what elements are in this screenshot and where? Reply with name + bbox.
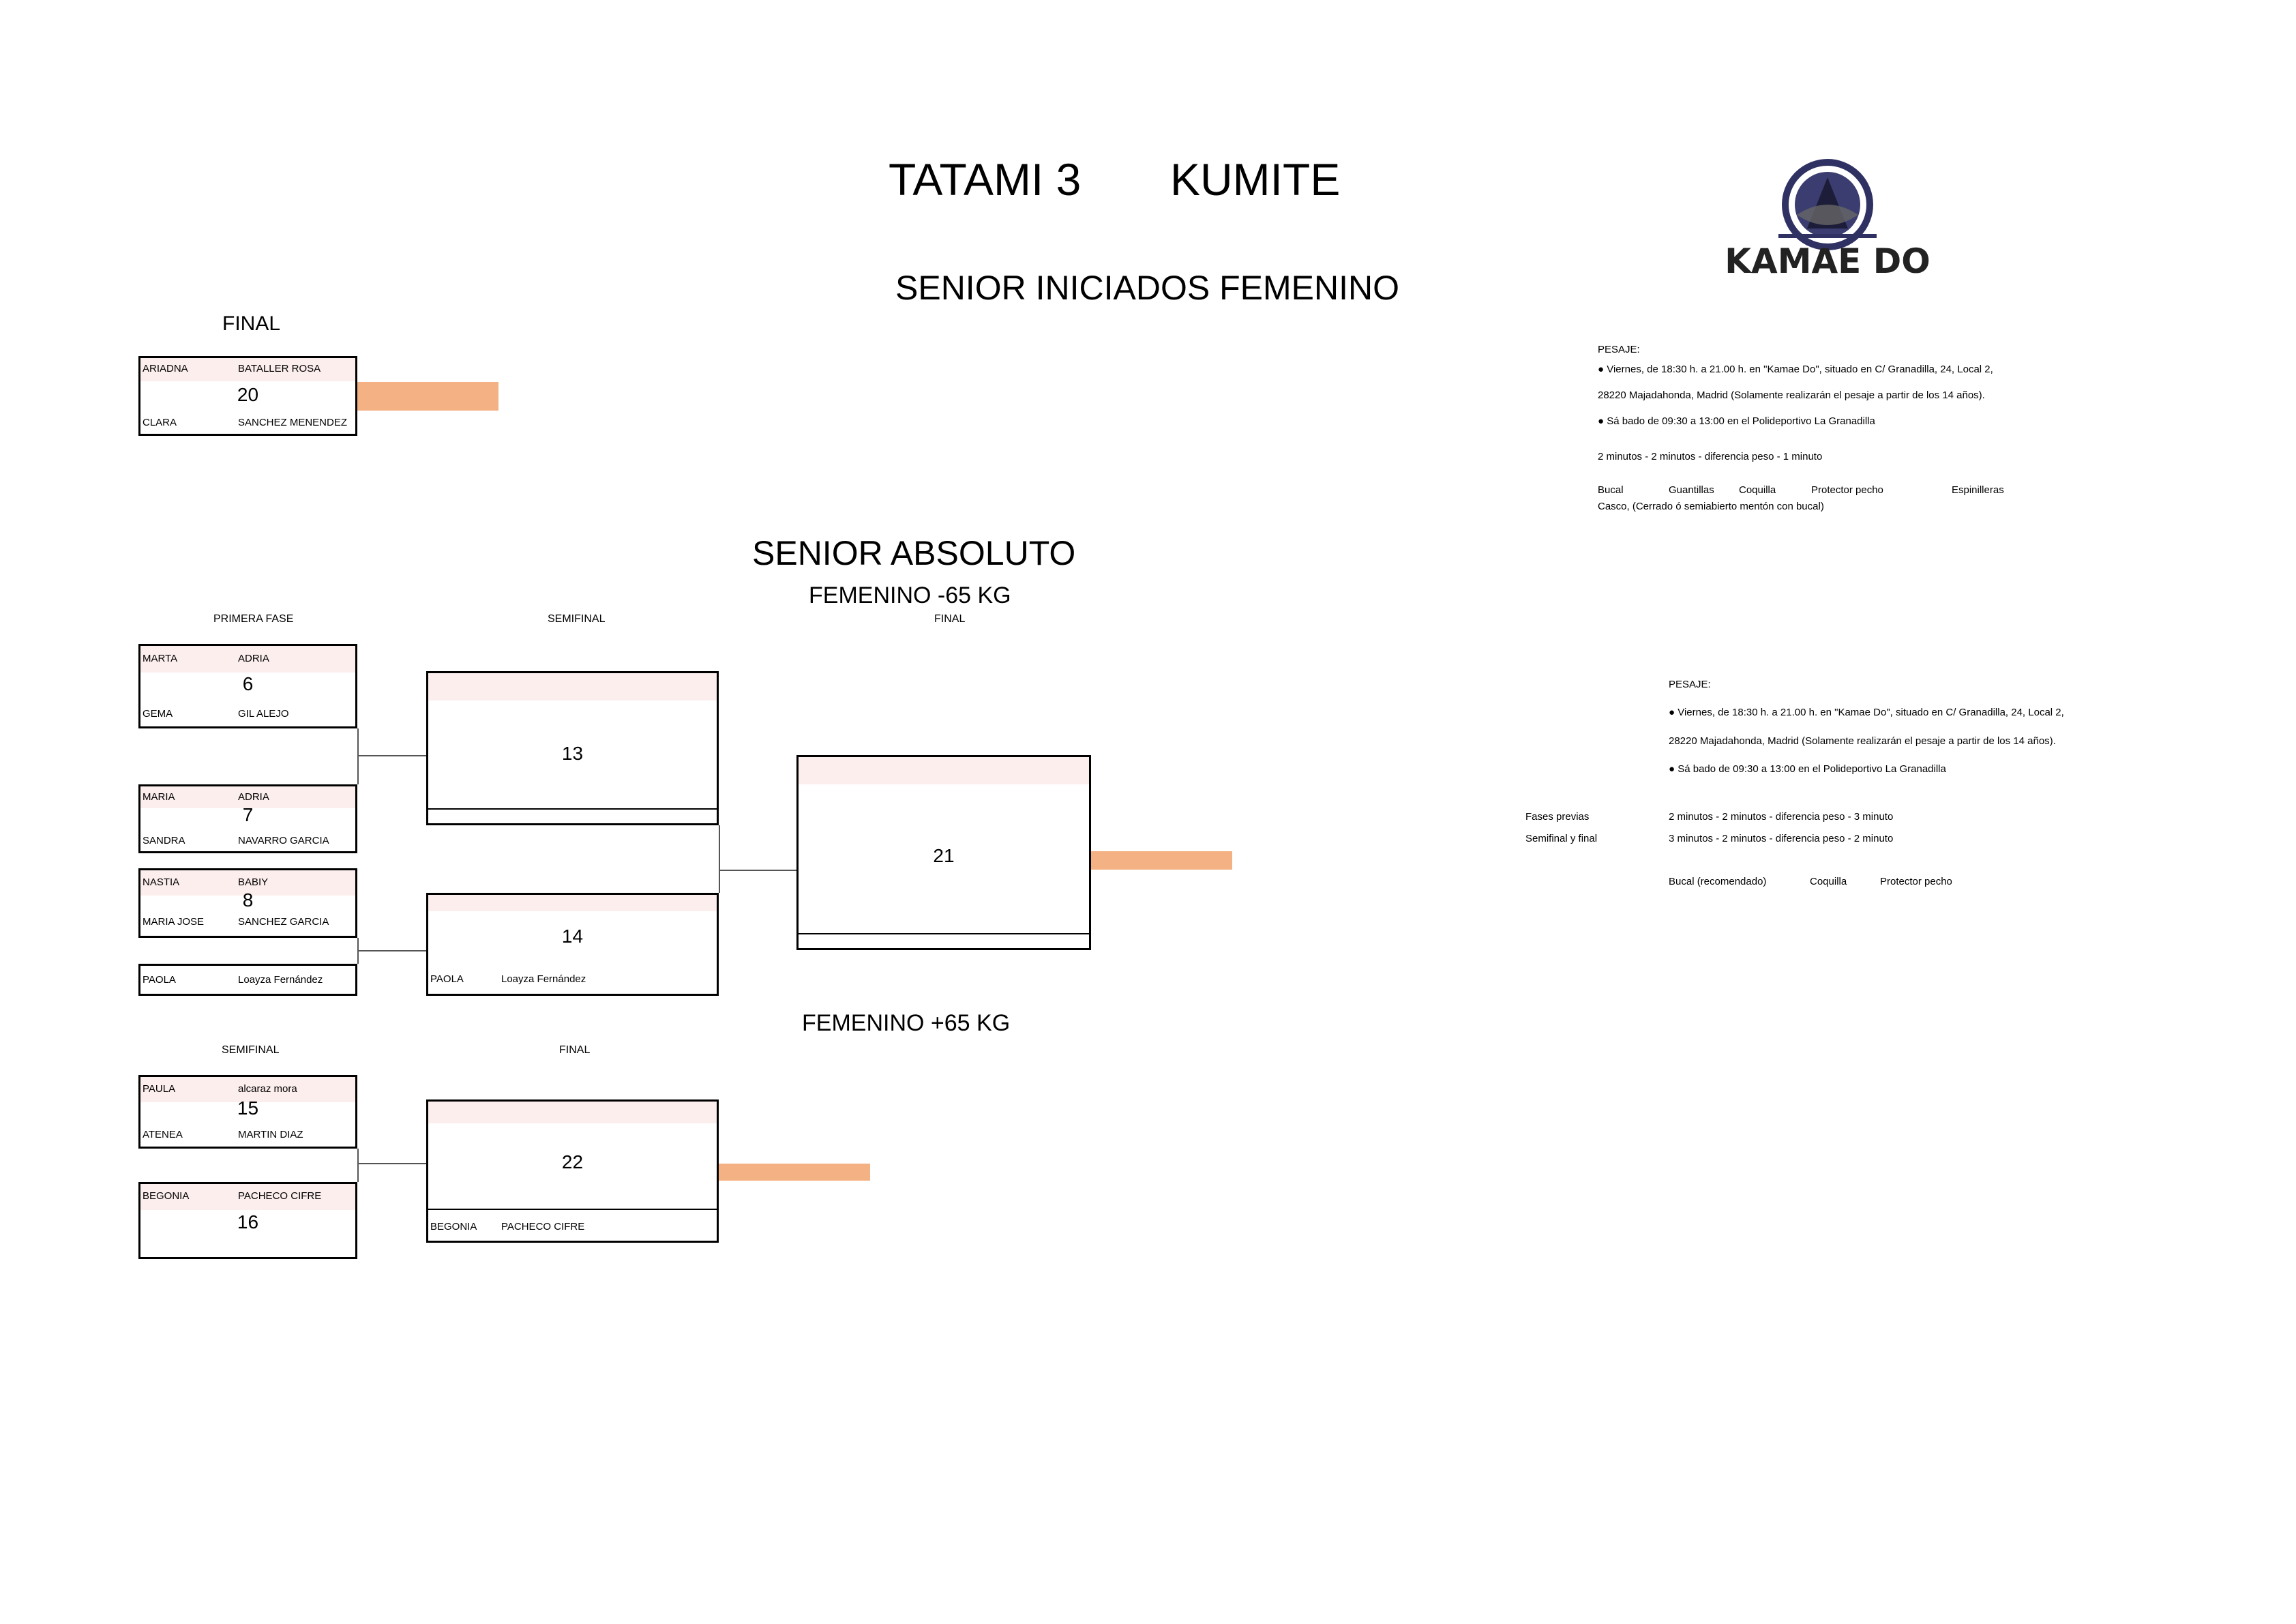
- discipline-title: KUMITE: [1170, 154, 1341, 205]
- red-last: BABIY: [238, 876, 269, 888]
- blue-first: MARIA JOSE: [143, 916, 205, 928]
- round-label-final-plus: FINAL: [559, 1044, 591, 1056]
- cat-plus65-title: FEMENINO +65 KG: [802, 1010, 1011, 1036]
- match-number: 16: [237, 1211, 259, 1232]
- round-label-primera: PRIMERA FASE: [213, 613, 294, 625]
- red-last: ADRIA: [238, 791, 269, 803]
- equip-right-3: Protector pecho: [1880, 876, 1952, 887]
- blue-last: PACHECO CIFRE: [501, 1221, 585, 1232]
- match-6: MARTA ADRIA 6 GEMA GIL ALEJO: [138, 644, 357, 728]
- winner-bar-20: [357, 382, 498, 411]
- red-first: ARIADNA: [143, 363, 188, 374]
- equip-3: Coquilla: [1739, 484, 1776, 496]
- kamae-do-logo: KAMAE DO: [1725, 153, 1930, 283]
- blue-first: BEGONIA: [430, 1221, 477, 1232]
- equip-2: Guantillas: [1669, 484, 1714, 496]
- pesaje-line3-right: ● Sá bado de 09:30 a 13:00 en el Polidep…: [1669, 763, 1946, 775]
- match-22: 22 BEGONIA PACHECO CIFRE: [426, 1099, 719, 1243]
- match-number: 21: [933, 845, 955, 866]
- red-first: MARTA: [143, 653, 178, 664]
- match-20: ARIADNA BATALLER ROSA 20 CLARA SANCHEZ M…: [138, 356, 357, 436]
- round-label-final: FINAL: [934, 613, 966, 625]
- blue-last: GIL ALEJO: [238, 708, 289, 720]
- cat-minus65-title: FEMENINO -65 KG: [809, 582, 1011, 608]
- fases-label: Fases previas: [1525, 811, 1590, 823]
- pesaje-line1-right: ● Viernes, de 18:30 h. a 21.00 h. en "Ka…: [1669, 707, 2064, 718]
- red-first: MARIA: [143, 791, 175, 803]
- round-label-semifinal: SEMIFINAL: [548, 613, 606, 625]
- times-top: 2 minutos - 2 minutos - diferencia peso …: [1598, 451, 1823, 462]
- match-21: 21: [796, 755, 1091, 950]
- match-16: BEGONIA PACHECO CIFRE 16: [138, 1182, 357, 1259]
- winner-bar-21: [1091, 851, 1232, 870]
- pesaje-label-top: PESAJE:: [1598, 344, 1640, 355]
- bye-first: PAOLA: [143, 974, 176, 986]
- connector: [719, 825, 720, 893]
- red-last: alcaraz mora: [238, 1083, 297, 1095]
- iniciados-round-label: FINAL: [222, 312, 281, 335]
- blue-last: SANCHEZ MENENDEZ: [238, 417, 348, 428]
- match-number: 6: [242, 673, 254, 694]
- connector: [357, 755, 428, 756]
- equip-line2: Casco, (Cerrado ó semiabierto mentón con…: [1598, 501, 1824, 512]
- blue-last: NAVARRO GARCIA: [238, 835, 329, 846]
- red-first: BEGONIA: [143, 1190, 190, 1202]
- blue-last: Loayza Fernández: [501, 973, 586, 985]
- match-number: 20: [237, 384, 259, 405]
- red-last: ADRIA: [238, 653, 269, 664]
- connector: [357, 728, 359, 784]
- blue-last: SANCHEZ GARCIA: [238, 916, 329, 928]
- match-number: 7: [242, 804, 254, 825]
- round-label-semifinal-plus: SEMIFINAL: [222, 1044, 280, 1056]
- match-number: 13: [561, 743, 584, 764]
- semi-label: Semifinal y final: [1525, 833, 1598, 844]
- match-number: 22: [561, 1151, 584, 1172]
- match-13: 13: [426, 671, 719, 825]
- bye-last: Loayza Fernández: [238, 974, 323, 986]
- absoluto-title: SENIOR ABSOLUTO: [752, 534, 1076, 572]
- semi-value: 3 minutos - 2 minutos - diferencia peso …: [1669, 833, 1894, 844]
- pesaje-line1-top: ● Viernes, de 18:30 h. a 21.00 h. en "Ka…: [1598, 364, 1993, 375]
- pesaje-line2-right: 28220 Majadahonda, Madrid (Solamente rea…: [1669, 735, 2056, 747]
- pesaje-line3-top: ● Sá bado de 09:30 a 13:00 en el Polidep…: [1598, 415, 1875, 427]
- red-first: NASTIA: [143, 876, 180, 888]
- match-8: NASTIA BABIY 8 MARIA JOSE SANCHEZ GARCIA: [138, 868, 357, 938]
- match-15: PAULA alcaraz mora 15 ATENEA MARTIN DIAZ: [138, 1075, 357, 1149]
- logo-text: KAMAE DO: [1725, 241, 1930, 281]
- match-7: MARIA ADRIA 7 SANDRA NAVARRO GARCIA: [138, 784, 357, 853]
- match-number: 8: [242, 889, 254, 911]
- blue-first: ATENEA: [143, 1129, 183, 1140]
- connector: [357, 950, 428, 951]
- match-14: 14 PAOLA Loayza Fernández: [426, 893, 719, 996]
- connector: [719, 870, 798, 871]
- blue-first: GEMA: [143, 708, 173, 720]
- equip-4: Protector pecho: [1811, 484, 1883, 496]
- connector: [357, 1149, 359, 1182]
- pesaje-label-right: PESAJE:: [1669, 679, 1711, 690]
- match-number: 14: [561, 926, 584, 947]
- blue-first: CLARA: [143, 417, 177, 428]
- blue-first: SANDRA: [143, 835, 185, 846]
- equip-5: Espinilleras: [1952, 484, 2004, 496]
- equip-right-1: Bucal (recomendado): [1669, 876, 1767, 887]
- tatami-title: TATAMI 3: [889, 154, 1082, 205]
- blue-last: MARTIN DIAZ: [238, 1129, 303, 1140]
- bye-box: PAOLA Loayza Fernández: [138, 964, 357, 996]
- match-number: 15: [237, 1097, 259, 1119]
- pesaje-line2-top: 28220 Majadahonda, Madrid (Solamente rea…: [1598, 389, 1985, 401]
- blue-first: PAOLA: [430, 973, 464, 985]
- red-last: BATALLER ROSA: [238, 363, 321, 374]
- fases-value: 2 minutos - 2 minutos - diferencia peso …: [1669, 811, 1894, 823]
- winner-bar-22: [719, 1164, 870, 1181]
- red-last: PACHECO CIFRE: [238, 1190, 322, 1202]
- iniciados-title: SENIOR INICIADOS FEMENINO: [895, 269, 1399, 307]
- red-first: PAULA: [143, 1083, 176, 1095]
- equip-1: Bucal: [1598, 484, 1624, 496]
- equip-right-2: Coquilla: [1810, 876, 1847, 887]
- connector: [357, 1163, 428, 1164]
